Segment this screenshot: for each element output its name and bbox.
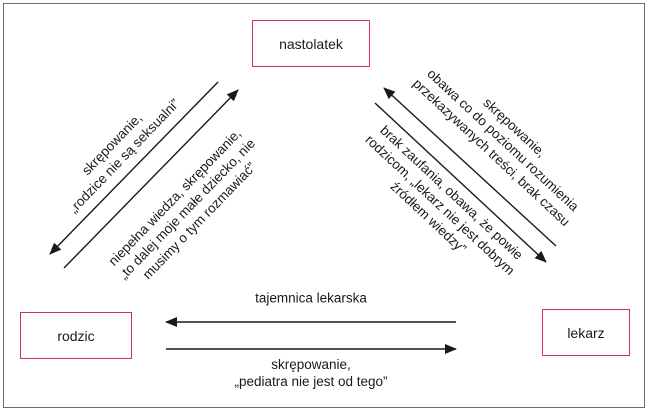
label-line: tajemnica lekarska <box>255 290 367 306</box>
node-lekarz: lekarz <box>542 309 630 356</box>
label-line: skrępowanie, <box>271 357 351 372</box>
label-bottom-bottom: skrępowanie, „pediatra nie jest od tego” <box>234 356 387 390</box>
node-nastolatek: nastolatek <box>252 20 370 67</box>
label-bottom-top: tajemnica lekarska <box>255 290 367 307</box>
node-nastolatek-label: nastolatek <box>279 35 343 52</box>
arrow-rodzic-to-nastolatek <box>63 89 239 269</box>
label-line: „pediatra nie jest od tego” <box>234 374 388 389</box>
arrow-nastolatek-to-lekarz <box>374 102 547 263</box>
arrow-lekarz-to-nastolatek <box>383 87 557 247</box>
node-rodzic-label: rodzic <box>57 327 95 344</box>
arrow-nastolatek-to-rodzic <box>49 81 219 255</box>
diagram-frame <box>3 3 645 408</box>
node-rodzic: rodzic <box>20 312 132 359</box>
node-lekarz-label: lekarz <box>567 324 605 341</box>
